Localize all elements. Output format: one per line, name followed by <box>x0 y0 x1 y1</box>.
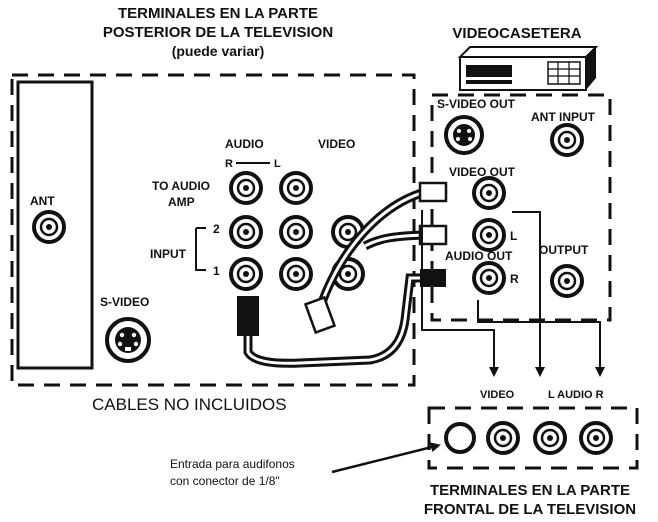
input2-audio-l-jack[interactable] <box>279 215 313 249</box>
vcr-audio-out-l-jack[interactable] <box>472 218 506 252</box>
ant-input-label: ANT INPUT <box>531 110 596 124</box>
audio-r-cable-core <box>246 276 424 365</box>
tv-rear-panel: TERMINALES EN LA PARTE POSTERIOR DE LA T… <box>10 5 416 414</box>
vcr-audio-out-r-jack[interactable] <box>472 261 506 295</box>
video-label: VIDEO <box>318 137 355 151</box>
front-video-jack[interactable] <box>486 421 520 455</box>
tv-rear-outline <box>10 73 416 387</box>
video-plug-tv <box>303 295 337 335</box>
audio-l-cable-core <box>364 233 425 248</box>
s-video-label: S-VIDEO <box>100 295 149 309</box>
front-audio-l-jack[interactable] <box>533 421 567 455</box>
vcr-icon <box>457 46 599 91</box>
rear-cables <box>237 181 448 368</box>
vcr-title: VIDEOCASETERA <box>452 25 581 42</box>
tv-front-title-line2: FRONTAL DE LA TELEVISION <box>424 501 636 518</box>
tv-front-panel: VIDEO L AUDIO R Entrada para audifonos c… <box>170 389 639 518</box>
input-2-label: 2 <box>213 222 220 236</box>
tv-rear-title-line2: POSTERIOR DE LA TELEVISION <box>103 24 333 41</box>
headphone-note-line2: con conector de 1/8" <box>170 474 280 488</box>
headphone-note-line1: Entrada para audifonos <box>170 457 295 471</box>
vcr-l-label: L <box>510 229 517 243</box>
tv-front-outline <box>427 406 639 470</box>
vcr-s-video-out-jack[interactable] <box>444 115 484 155</box>
vcr-outline <box>430 93 612 322</box>
input-1-label: 1 <box>213 264 220 278</box>
tv-front-title-line1: TERMINALES EN LA PARTE <box>430 482 630 499</box>
ant-jack[interactable] <box>32 210 66 244</box>
cables-note: CABLES NO INCLUIDOS <box>92 395 287 414</box>
audio-l-plug-vcr <box>418 224 448 246</box>
s-video-out-label: S-VIDEO OUT <box>437 97 516 111</box>
audio-r-plug-vcr <box>420 269 446 287</box>
vcr-panel: VIDEOCASETERA S-VIDEO OUT ANT INPUT VIDE… <box>430 25 612 322</box>
input2-audio-r-jack[interactable] <box>229 215 263 249</box>
rear-audio-l-label: L <box>274 158 281 170</box>
ant-label: ANT <box>30 194 55 208</box>
video-plug-vcr <box>418 181 448 203</box>
s-video-jack[interactable] <box>105 317 151 363</box>
video-cable-core <box>318 190 426 309</box>
to-audio-amp-label-2: AMP <box>168 195 195 209</box>
tv-rear-title-line3: (puede variar) <box>172 43 265 59</box>
vcr-r-label: R <box>510 272 519 286</box>
tv-rear-title-line1: TERMINALES EN LA PARTE <box>118 5 318 22</box>
audio-label: AUDIO <box>225 137 264 151</box>
amp-audio-l-jack[interactable] <box>279 171 313 205</box>
front-video-label: VIDEO <box>480 389 515 401</box>
vcr-video-out-jack[interactable] <box>472 176 506 210</box>
amp-audio-r-jack[interactable] <box>229 171 263 205</box>
vcr-ant-input-jack[interactable] <box>550 123 584 157</box>
audio-out-label: AUDIO OUT <box>445 249 513 263</box>
video-out-label: VIDEO OUT <box>449 165 516 179</box>
front-l-audio-r-label: L AUDIO R <box>548 389 604 401</box>
vcr-output-jack[interactable] <box>550 264 584 298</box>
audio-r-cable <box>243 273 424 368</box>
headphone-arrow <box>331 442 441 474</box>
input-label: INPUT <box>150 247 187 261</box>
output-label: OUTPUT <box>539 243 589 257</box>
rear-audio-r-label: R <box>225 158 233 170</box>
input-bracket <box>195 227 206 271</box>
input1-audio-l-jack[interactable] <box>279 257 313 291</box>
to-audio-amp-label-1: TO AUDIO <box>152 179 210 193</box>
front-arrows <box>421 210 605 377</box>
headphone-jack[interactable] <box>444 422 476 454</box>
audio-r-plug-tv <box>237 296 259 336</box>
input1-audio-r-jack[interactable] <box>229 257 263 291</box>
front-audio-r-jack[interactable] <box>579 421 613 455</box>
